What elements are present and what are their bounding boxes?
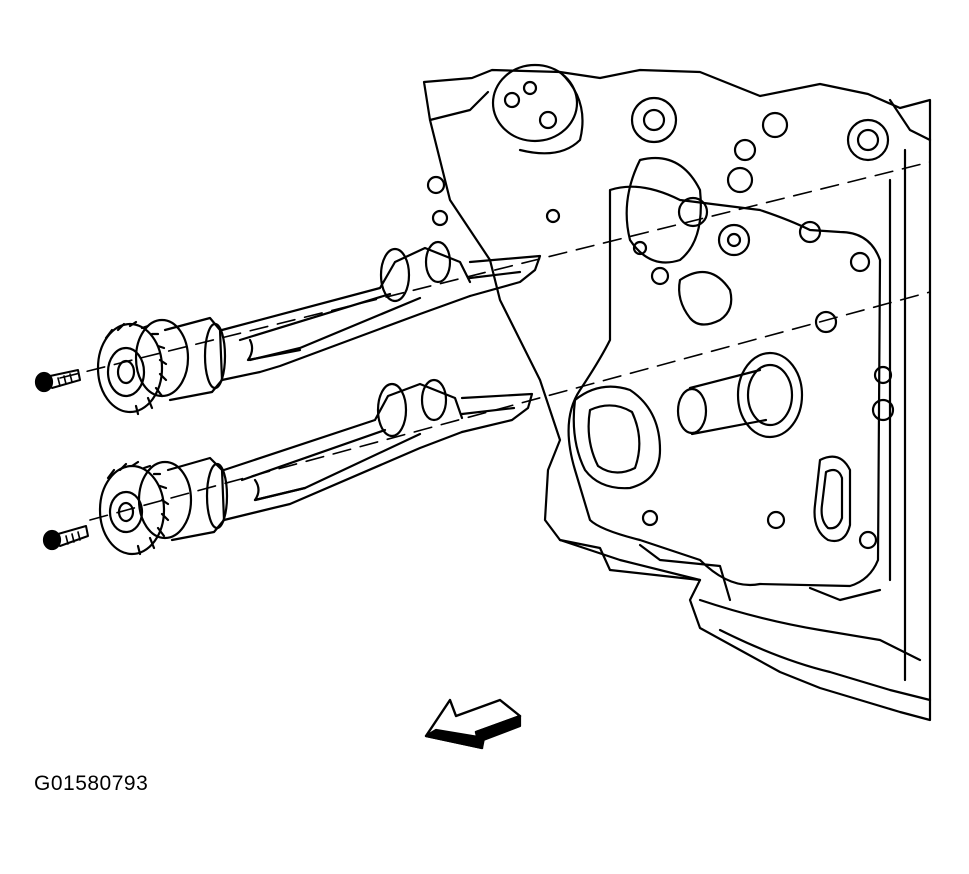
- figure-id-label: G01580793: [34, 772, 149, 795]
- engine-block: [424, 65, 930, 720]
- upper-balance-shaft: [98, 242, 540, 414]
- lower-balance-shaft: [100, 380, 532, 554]
- upper-bolt: [36, 370, 80, 391]
- lower-bolt: [44, 526, 88, 549]
- alignment-lines: [60, 162, 930, 520]
- direction-arrow-icon: [426, 700, 520, 748]
